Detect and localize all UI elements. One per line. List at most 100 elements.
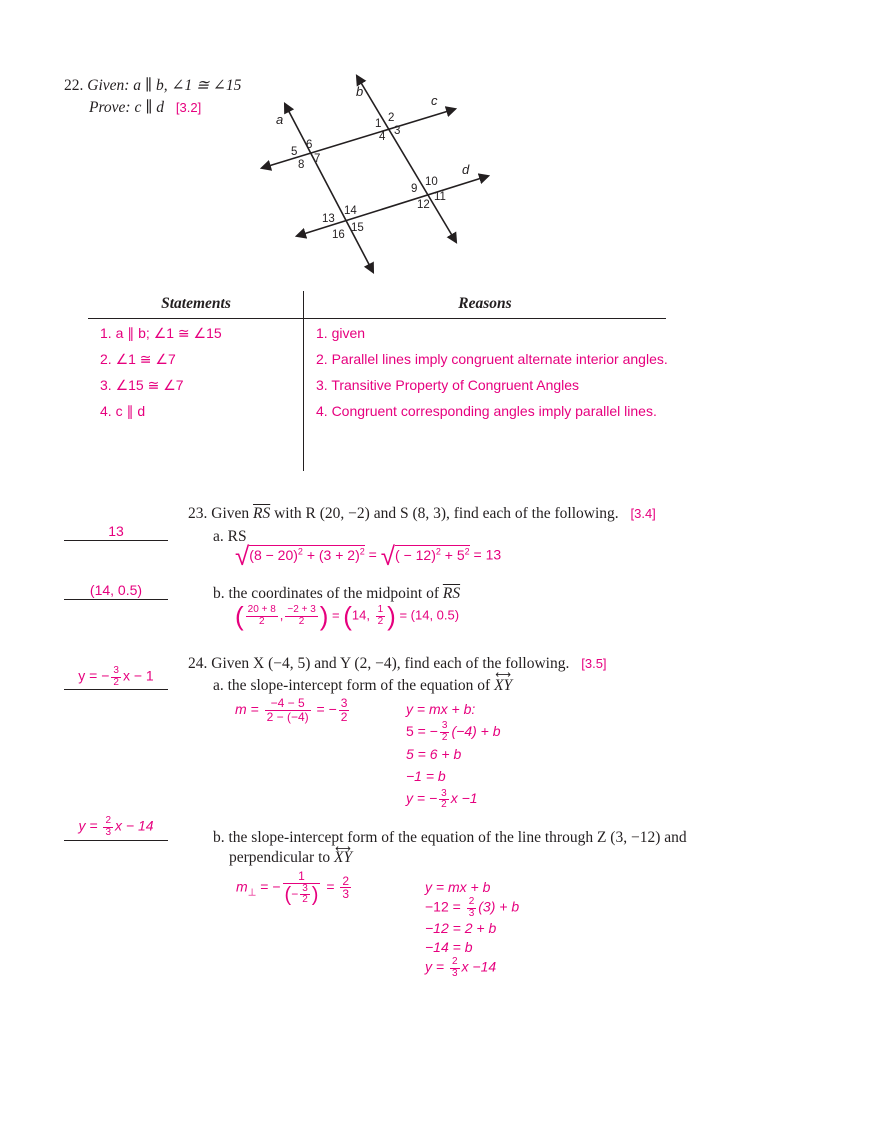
line-c xyxy=(259,106,458,171)
part-24b-label: b. the slope-intercept form of the equat… xyxy=(213,828,687,868)
step: −12 = 2 + b xyxy=(425,919,519,938)
label-d: d xyxy=(462,162,470,177)
answer-term: y = xyxy=(78,817,102,834)
numerator: −4 − 5 xyxy=(264,697,311,711)
denominator: 3 xyxy=(342,887,350,902)
statement-4: 4. c ∥ d xyxy=(100,403,146,419)
line-a xyxy=(283,102,375,274)
angle-9: 9 xyxy=(411,183,417,195)
problem-23-prompt: 23. Given RS with R (20, −2) and S (8, 3… xyxy=(188,505,656,523)
close-paren-icon: ) xyxy=(387,601,396,631)
angle-8: 8 xyxy=(298,159,304,171)
denominator: 3 xyxy=(468,907,475,919)
step-text: y = mx + b: xyxy=(406,701,476,717)
work-term: = xyxy=(322,878,339,895)
step: y = mx + b: xyxy=(406,698,501,720)
step-text: x −14 xyxy=(461,958,497,975)
work-term: = xyxy=(328,607,344,623)
step-text: (3) + b xyxy=(478,898,520,915)
section-ref: [3.5] xyxy=(581,656,607,671)
statement-3: 3. ∠15 ≅ ∠7 xyxy=(100,377,184,393)
angle-7: 7 xyxy=(314,153,320,165)
denominator: 2 xyxy=(340,709,348,724)
table-column-rule xyxy=(303,291,304,471)
statement-1: 1. a ∥ b; ∠1 ≅ ∠15 xyxy=(100,325,222,341)
numerator: 20 + 8 xyxy=(245,604,278,617)
sqrt-icon: √ xyxy=(235,541,250,571)
line-xy: XY xyxy=(334,849,353,866)
denominator: 2 xyxy=(298,615,305,627)
close-paren-icon: ) xyxy=(319,601,329,631)
part-label-text: a. the slope-intercept form of the equat… xyxy=(213,677,495,694)
denominator: 2 xyxy=(302,894,308,906)
angle-2: 2 xyxy=(388,112,394,124)
angle-13: 13 xyxy=(322,213,335,225)
line-d xyxy=(294,173,491,239)
angle-12: 12 xyxy=(417,199,430,211)
step: y = mx + b xyxy=(425,878,519,897)
angle-6: 6 xyxy=(306,139,312,151)
answer-term: y = − xyxy=(78,667,110,684)
section-ref: [3.2] xyxy=(175,100,202,115)
numerator: 3 xyxy=(111,665,121,678)
work-term: = − xyxy=(256,878,281,895)
label-a: a xyxy=(276,112,283,127)
prove-label: Prove: xyxy=(89,99,131,116)
segment-rs: RS xyxy=(253,505,271,522)
step-text: 5 = 6 + b xyxy=(406,746,462,763)
answer-line-24b xyxy=(64,840,168,841)
problem-number: 24. xyxy=(188,655,208,672)
denominator: 2 xyxy=(113,676,119,688)
denominator: 2 xyxy=(258,615,265,627)
step: 5 = 6 + b xyxy=(406,743,501,765)
step: −1 = b xyxy=(406,765,501,787)
answer-23a: 13 xyxy=(108,523,124,539)
work-term: 14, xyxy=(351,607,374,623)
work-term: ( − 12) xyxy=(395,546,436,563)
reason-3: 3. Transitive Property of Congruent Angl… xyxy=(316,377,580,393)
denominator: 2 xyxy=(377,615,384,627)
angle-5: 5 xyxy=(291,146,297,158)
numerator: −2 + 3 xyxy=(285,604,318,617)
denominator: 3 xyxy=(451,967,458,979)
work-term: = xyxy=(364,546,381,563)
angle-16: 16 xyxy=(332,229,345,241)
step-text: y = mx + b xyxy=(425,879,491,895)
label-c: c xyxy=(431,93,438,108)
prompt-text: Given X (−4, 5) and Y (2, −4), find each… xyxy=(211,655,570,672)
step-text: (−4) + b xyxy=(451,723,501,739)
numerator: 3 xyxy=(300,882,310,896)
numerator: 3 xyxy=(439,720,450,733)
step-text: −12 = xyxy=(425,898,465,915)
angle-4: 4 xyxy=(379,131,386,143)
work-term: = − xyxy=(312,700,337,717)
part-23b-label: b. the coordinates of the midpoint of RS xyxy=(213,585,460,603)
reasons-header: Reasons xyxy=(458,295,512,312)
open-paren-icon: ( xyxy=(235,601,244,631)
step-text: y = xyxy=(425,958,448,975)
denominator: 3 xyxy=(105,826,111,838)
double-arrow-icon: ⟷ xyxy=(495,668,511,681)
parallel-lines-figure: a b c d 1 2 3 4 5 6 7 8 9 10 11 12 13 14… xyxy=(259,74,491,274)
problem-22-prove: Prove: c ∥ d [3.2] xyxy=(89,98,201,117)
prompt-text: with R (20, −2) and S (8, 3), find each … xyxy=(270,505,619,522)
prove-text: c ∥ d xyxy=(134,99,165,116)
work-23a: √(8 − 20)2 + (3 + 2)2 = √( − 12)2 + 52 =… xyxy=(235,541,502,571)
angle-3: 3 xyxy=(394,125,400,137)
step-text: −12 = 2 + b xyxy=(425,920,497,936)
label-b: b xyxy=(356,84,363,99)
problem-number: 22. xyxy=(64,77,84,94)
answer-23b: (14, 0.5) xyxy=(89,582,143,598)
sqrt-icon: √ xyxy=(380,541,396,571)
angle-10: 10 xyxy=(425,176,438,188)
work-term: = (14, 0.5) xyxy=(395,607,460,623)
